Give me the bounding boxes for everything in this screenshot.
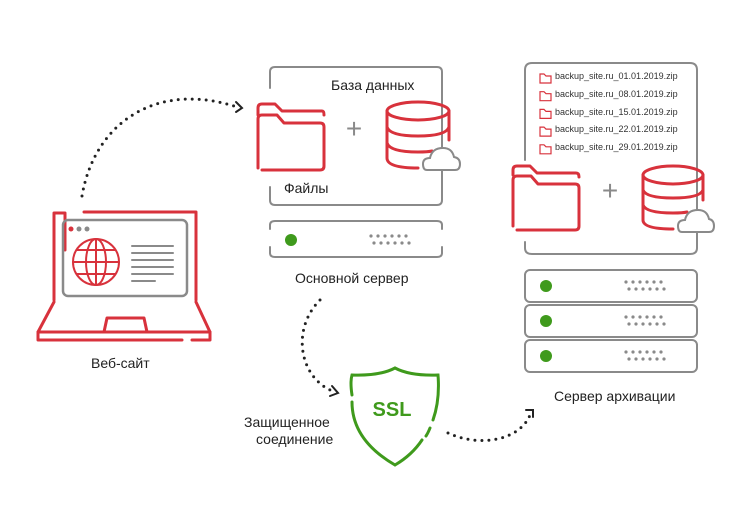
vent-dot [662,287,666,291]
vent-dot [369,234,373,238]
archive-database-icon [641,164,705,231]
vent-dot [631,350,635,354]
archive-server-unit [524,304,698,338]
vent-dot [641,322,645,326]
vent-dot [641,287,645,291]
vent-dot [634,322,638,326]
vent-dot [386,241,390,245]
archive-server-unit [524,269,698,303]
vent-dot [627,322,631,326]
cloud-icon [421,146,462,171]
vent-dot [655,287,659,291]
vent-dot [652,350,656,354]
arrow-website-to-server [80,97,244,198]
backup-file-name[interactable]: backup_site.ru_01.01.2019.zip [555,71,678,81]
vent-dot [652,280,656,284]
ssl-shield-icon [349,366,440,467]
vent-dot [631,315,635,319]
vent-dot [397,234,401,238]
vent-dot [383,234,387,238]
vent-dot [627,357,631,361]
website-label: Веб-сайт [91,355,150,371]
vent-dot [645,315,649,319]
backup-file-name[interactable]: backup_site.ru_29.01.2019.zip [555,142,678,152]
status-led [540,280,552,292]
vent-dot [662,322,666,326]
backup-file-name[interactable]: backup_site.ru_15.01.2019.zip [555,107,678,117]
vent-dot [638,280,642,284]
file-folder-icon [539,144,552,155]
vent-dot [404,234,408,238]
connection-label-line2: соединение [256,431,334,447]
server-vent-dots [369,234,411,245]
vent-dot [638,315,642,319]
status-led [540,315,552,327]
vent-dot [624,315,628,319]
vent-dot [659,315,663,319]
backup-file-name[interactable]: backup_site.ru_22.01.2019.zip [555,124,678,134]
archive-server-units [524,269,698,373]
file-folder-icon [539,73,552,84]
vent-dot [372,241,376,245]
vent-dot [390,234,394,238]
archive-server-storage-frame [524,62,698,255]
db-label: База данных [331,77,415,93]
vent-dot [659,280,663,284]
file-folder-icon [539,126,552,137]
vent-dot [648,357,652,361]
text-lines-icon [131,245,174,282]
vent-dot [655,322,659,326]
backup-file-icons [539,73,552,155]
database-icon [385,100,451,170]
file-folder-icon [539,91,552,102]
status-led [540,350,552,362]
vent-dot [624,350,628,354]
folder-icon [256,102,326,172]
main-server-storage-frame [269,66,443,206]
file-folder-icon [539,108,552,119]
archive-server-label: Сервер архивации [554,388,676,404]
vent-dot [662,357,666,361]
main-server-unit [269,220,443,258]
ssl-badge-text: SSL [373,399,412,421]
globe-icon [72,238,120,286]
vent-dot [393,241,397,245]
vent-dot [376,234,380,238]
vent-dot [379,241,383,245]
vent-dot [645,350,649,354]
archive-plus-sign: + [602,175,618,206]
vent-dot [655,357,659,361]
vent-dot [645,280,649,284]
vent-dot [634,357,638,361]
vent-dot [648,287,652,291]
main-server-label: Основной сервер [295,270,409,286]
vent-dot [631,280,635,284]
vent-dot [648,322,652,326]
vent-dot [407,241,411,245]
vent-dot [634,287,638,291]
vent-dot [624,280,628,284]
vent-dot [659,350,663,354]
laptop-icon [36,210,212,342]
plus-sign: + [346,113,362,144]
vent-dot [627,287,631,291]
vent-dot [641,357,645,361]
vent-dot [652,315,656,319]
archive-server-unit [524,339,698,373]
files-label: Файлы [284,180,329,196]
connection-label-line1: Защищенное [244,414,330,430]
vent-dot [638,350,642,354]
backup-file-name[interactable]: backup_site.ru_08.01.2019.zip [555,89,678,99]
vent-dot [400,241,404,245]
archive-cloud-icon [676,208,716,233]
archive-folder-icon [511,164,581,232]
arrow-server-to-ssl [300,298,340,397]
arrow-ssl-to-archive [446,409,534,443]
